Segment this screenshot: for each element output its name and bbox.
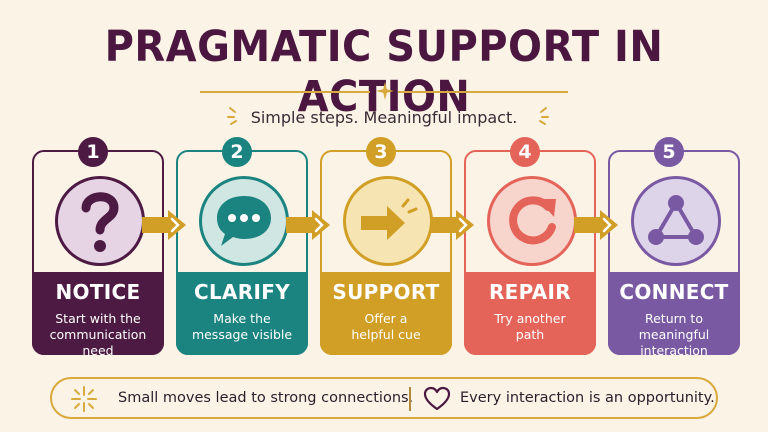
- sparkle-icon: [71, 386, 97, 412]
- flow-arrow-1: [142, 210, 186, 240]
- step-5-title: CONNECT: [619, 280, 729, 304]
- retry-arrow-icon: [487, 176, 577, 266]
- step-4-badge: 4: [510, 137, 540, 167]
- arrow-cue-icon: [343, 176, 433, 266]
- step-card-clarify: CLARIFY Make the message visible: [176, 150, 308, 355]
- step-2-desc-line-1: Make the: [213, 311, 271, 326]
- heart-icon: [423, 386, 451, 411]
- step-2-badge: 2: [222, 137, 252, 167]
- speech-bubble-icon: [199, 176, 289, 266]
- network-triangle-icon: [631, 176, 721, 266]
- step-5-desc-line-2: meaningful: [638, 327, 710, 342]
- step-3-desc-line-1: Offer a: [364, 311, 408, 326]
- step-1-title: NOTICE: [55, 280, 141, 304]
- step-5-desc-line-3: interaction: [640, 343, 708, 358]
- sparkle-right-icon: [539, 107, 549, 125]
- step-card-notice: NOTICE Start with the communication need: [32, 150, 164, 358]
- step-card-support: SUPPORT Offer a helpful cue: [320, 150, 452, 355]
- subtitle: Simple steps. Meaningful impact.: [250, 108, 518, 127]
- step-4-desc-line-1: Try another: [494, 311, 566, 326]
- step-5-badge: 5: [654, 137, 684, 167]
- flow-arrow-4: [574, 210, 618, 240]
- question-mark-icon: [55, 176, 145, 266]
- step-2-band: CLARIFY Make the message visible: [176, 272, 308, 355]
- step-3-desc-line-2: helpful cue: [351, 327, 421, 342]
- step-2-title: CLARIFY: [194, 280, 290, 304]
- step-5-desc-line-1: Return to: [644, 311, 703, 326]
- step-1-band: NOTICE Start with the communication need: [32, 272, 164, 358]
- step-4-band: REPAIR Try another path: [464, 272, 596, 355]
- step-1-desc-line-2: communication need: [49, 327, 147, 358]
- flow-arrow-3: [430, 210, 474, 240]
- step-3-title: SUPPORT: [332, 280, 440, 304]
- sparkle-left-icon: [227, 107, 237, 125]
- footer-divider: [409, 387, 411, 411]
- step-1-badge: 1: [78, 137, 108, 167]
- subtitle-row: Simple steps. Meaningful impact.: [0, 82, 768, 132]
- page-title: PRAGMATIC SUPPORT IN ACTION: [104, 22, 664, 122]
- footer-right-text: Every interaction is an opportunity.: [460, 390, 715, 406]
- step-5-band: CONNECT Return to meaningful interaction: [608, 272, 740, 358]
- step-2-desc-line-2: message visible: [191, 327, 293, 342]
- step-3-band: SUPPORT Offer a helpful cue: [320, 272, 452, 355]
- star-icon: [376, 82, 394, 100]
- step-card-repair: REPAIR Try another path: [464, 150, 596, 355]
- divider-left: [200, 91, 370, 93]
- step-4-desc-line-2: path: [515, 327, 545, 342]
- step-3-badge: 3: [366, 137, 396, 167]
- divider-right: [398, 91, 568, 93]
- footer-left-text: Small moves lead to strong connections.: [118, 390, 414, 406]
- footer-banner: Small moves lead to strong connections. …: [50, 377, 718, 419]
- step-4-title: REPAIR: [488, 280, 571, 304]
- step-1-desc-line-1: Start with the: [55, 311, 141, 326]
- step-card-connect: CONNECT Return to meaningful interaction: [608, 150, 740, 358]
- flow-arrow-2: [286, 210, 330, 240]
